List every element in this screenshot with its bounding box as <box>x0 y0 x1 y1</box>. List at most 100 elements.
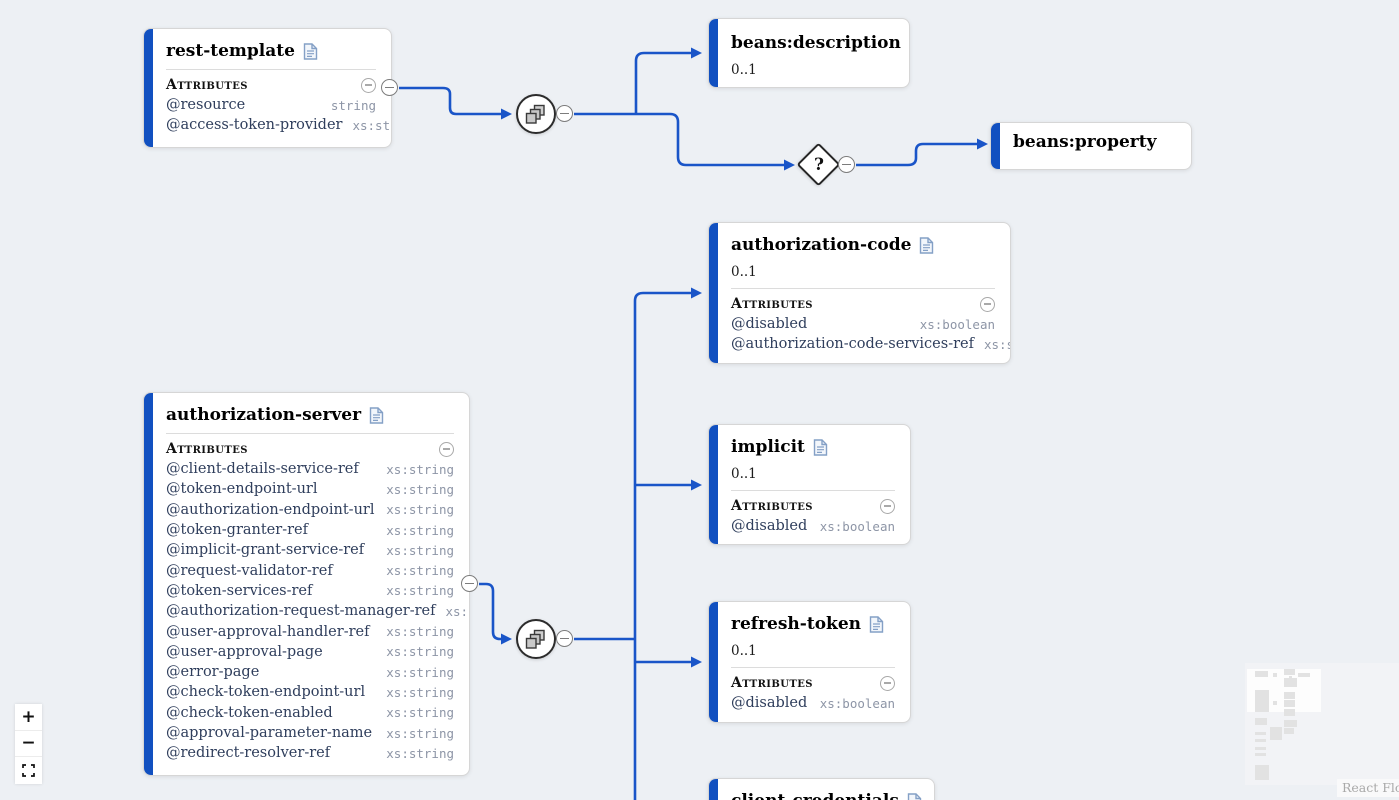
node-beans-description[interactable]: beans:description 0..1 <box>708 18 910 88</box>
collapse-connector-authorization-server[interactable] <box>461 575 478 592</box>
zoom-in-button[interactable]: + <box>15 704 42 731</box>
node-client-credentials[interactable]: client-credentials <box>708 778 935 800</box>
fit-view-button[interactable] <box>15 757 42 784</box>
collapse-attributes-icon[interactable] <box>361 77 376 93</box>
minimap-node <box>1270 727 1282 740</box>
sequence-node-bottom[interactable] <box>516 619 556 659</box>
collapse-attributes-icon[interactable] <box>980 296 995 312</box>
sequence-icon <box>525 629 545 649</box>
edge-resttemplate-to-sequence <box>399 86 512 120</box>
collapse-connector-choice[interactable] <box>838 156 855 173</box>
node-accent-bar <box>709 223 718 363</box>
attribute-name: @token-granter-ref <box>166 522 308 539</box>
occurrence-label: 0..1 <box>731 465 757 482</box>
node-authorization-server[interactable]: authorization-server Attributes @client-… <box>143 392 470 776</box>
attribute-name: @token-services-ref <box>166 582 313 599</box>
collapse-connector-sequence-bottom[interactable] <box>556 630 573 647</box>
attribute-type: xs:string <box>983 336 1010 352</box>
node-beans-property[interactable]: beans:property <box>990 122 1192 170</box>
minimap[interactable] <box>1245 663 1399 785</box>
attribute-name: @error-page <box>166 664 260 681</box>
minimap-node <box>1284 728 1294 734</box>
choice-question-label: ? <box>814 155 824 175</box>
attribute-type: xs:string <box>386 705 454 721</box>
collapse-connector-rest-template[interactable] <box>381 79 398 96</box>
minimap-node <box>1273 673 1277 677</box>
minimap-node <box>1298 673 1310 677</box>
minimap-node <box>1255 739 1266 742</box>
node-accent-bar <box>709 779 718 800</box>
attribute-type: xs:string <box>386 745 454 761</box>
collapse-attributes-icon[interactable] <box>439 441 454 457</box>
collapse-attributes-icon[interactable] <box>880 498 895 514</box>
minimap-node <box>1255 732 1266 735</box>
node-title: beans:property <box>1013 132 1157 152</box>
occurrence-label: 0..1 <box>731 61 757 78</box>
attribute-name: @approval-parameter-name <box>166 725 373 741</box>
minimap-node <box>1255 671 1268 677</box>
attribute-name: @disabled <box>731 316 808 333</box>
attribute-row: @disabled xs:boolean <box>731 516 895 536</box>
minimap-node <box>1255 765 1269 780</box>
attribute-type: xs:string <box>445 603 470 619</box>
flow-controls: + − <box>15 704 42 784</box>
attribute-row: @check-token-enabled xs:string <box>166 703 454 723</box>
collapse-connector-sequence-top[interactable] <box>556 105 573 122</box>
attribute-name: @check-token-enabled <box>166 704 333 721</box>
attribute-name: @disabled <box>731 518 808 535</box>
node-authorization-code[interactable]: authorization-code 0..1 Attributes @disa… <box>708 222 1011 364</box>
sequence-node-top[interactable] <box>516 94 556 134</box>
document-icon <box>369 406 384 424</box>
attribute-type: xs:string <box>386 624 454 640</box>
minimap-node <box>1255 718 1267 725</box>
attribute-name: @access-token-provider <box>166 117 343 134</box>
attributes-label: Attributes <box>731 675 813 691</box>
minimap-node <box>1255 690 1269 712</box>
attribute-name: @authorization-code-services-ref <box>731 336 974 353</box>
attribute-row: @redirect-resolver-ref xs:string <box>166 743 454 763</box>
attribute-type: xs:string <box>386 502 454 518</box>
minimap-node <box>1284 709 1295 716</box>
minimap-node <box>1255 753 1266 756</box>
attribute-type: xs:string <box>386 461 454 477</box>
attribute-type: xs:boolean <box>819 518 895 534</box>
attribute-name: @redirect-resolver-ref <box>166 745 331 762</box>
divider <box>731 667 895 668</box>
minimap-node <box>1284 692 1295 699</box>
attribute-type: xs:string <box>386 664 454 680</box>
node-title: beans:description <box>731 33 901 53</box>
edge-sequence2-trunk <box>574 293 692 800</box>
attribute-type: xs:string <box>386 583 454 599</box>
node-title: rest-template <box>166 41 295 61</box>
attribute-type: xs:boolean <box>819 695 895 711</box>
attribute-row: @authorization-request-manager-ref xs:str… <box>166 601 469 621</box>
node-accent-bar <box>709 602 718 722</box>
attribute-type: xs:string <box>386 725 454 741</box>
minimap-node <box>1284 720 1297 727</box>
node-title: authorization-server <box>166 405 362 425</box>
attribute-type: string <box>330 97 376 113</box>
node-accent-bar <box>991 123 1000 169</box>
document-icon <box>907 792 922 800</box>
divider <box>731 490 895 491</box>
zoom-out-button[interactable]: − <box>15 730 42 757</box>
minimap-node <box>1284 700 1295 707</box>
attribution-label: React Flow <box>1342 780 1399 795</box>
collapse-attributes-icon[interactable] <box>880 675 895 691</box>
attribute-name: @authorization-request-manager-ref <box>166 603 436 620</box>
minimap-node <box>1255 747 1266 750</box>
reactflow-attribution[interactable]: React Flow <box>1337 779 1399 797</box>
edge-sequence-to-choice <box>574 112 795 171</box>
node-accent-bar <box>144 29 153 147</box>
